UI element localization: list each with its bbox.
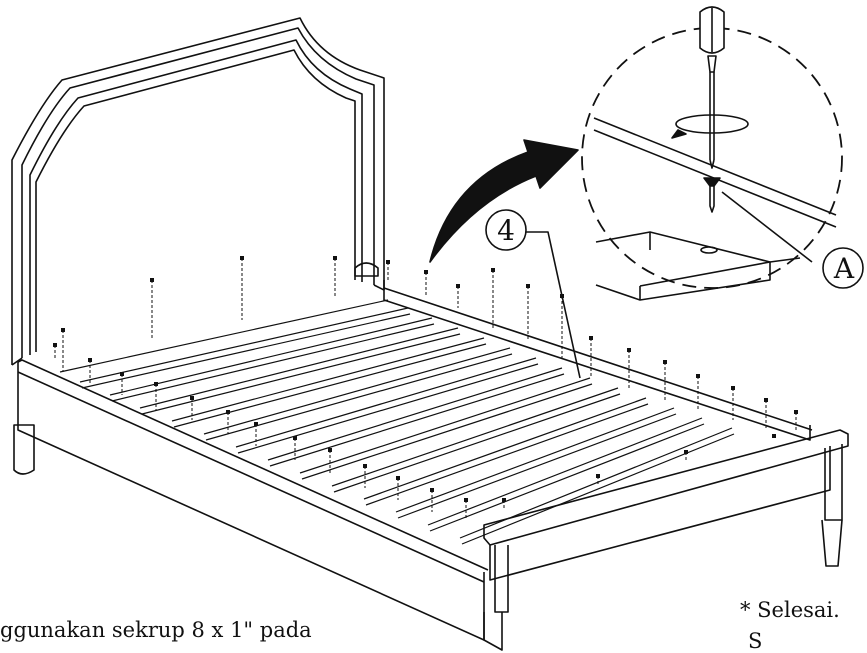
screw-icon <box>703 177 721 213</box>
headboard-leg <box>13 424 35 475</box>
side-rail-right <box>383 280 813 441</box>
note-line-2: S <box>748 629 763 653</box>
center-bracket <box>354 262 379 277</box>
screw-a-callout <box>822 247 864 289</box>
curved-arrow-icon <box>429 139 579 263</box>
side-rail-left <box>17 359 489 641</box>
screw-markers <box>54 258 797 520</box>
part-number-label: 4 <box>497 214 515 247</box>
rotate-icon <box>671 114 749 139</box>
note-line-1: * Selesai. <box>740 598 840 622</box>
screw-label: A <box>833 252 855 285</box>
footboard <box>483 429 849 651</box>
detail-magnifier <box>581 6 843 301</box>
headboard <box>11 17 385 366</box>
screwdriver-icon <box>699 6 725 169</box>
slats <box>59 299 735 545</box>
part-4-callout <box>485 209 581 379</box>
screw-heads <box>53 256 798 502</box>
instruction-text: ggunakan sekrup 8 x 1" pada <box>0 618 312 642</box>
